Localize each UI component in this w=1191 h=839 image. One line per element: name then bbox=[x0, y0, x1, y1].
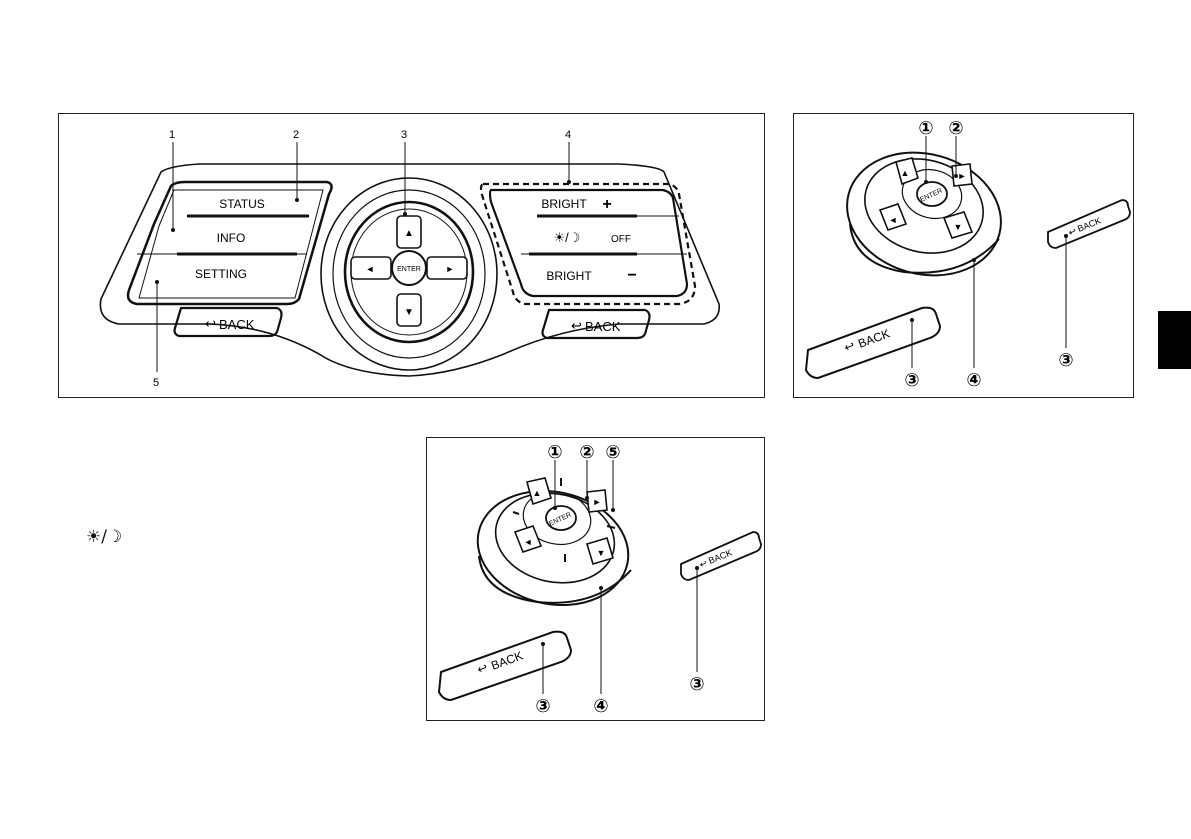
day-night-side-icon: ☀/☽ bbox=[86, 527, 123, 547]
svg-text:▼: ▼ bbox=[597, 548, 606, 558]
controller-drawing-right: ▲ ► ◄ ▼ ENTER ↩ BACK ↩ BACK ① ② ③ ④ ③ bbox=[804, 118, 1131, 390]
back-right-arrow-icon: ↩ bbox=[571, 318, 582, 333]
plus-sign: + bbox=[602, 196, 611, 213]
callout-1: 1 bbox=[169, 129, 175, 141]
callout-circled-3b: ③ bbox=[689, 674, 704, 694]
callout-2: 2 bbox=[293, 129, 299, 141]
back-button-small-right bbox=[1047, 199, 1131, 249]
control-panel-diagram: 1 2 3 4 5 STATUS INFO SETTING BRIGHT + ☀… bbox=[58, 113, 765, 398]
minus-sign: − bbox=[627, 267, 636, 284]
callout-circled-4: ④ bbox=[966, 370, 981, 390]
bright-control-dashed-outline bbox=[479, 182, 697, 306]
back-left-label: BACK bbox=[219, 317, 255, 332]
callout-4: 4 bbox=[565, 129, 571, 141]
callout-circled-4: ④ bbox=[593, 696, 608, 716]
control-panel-drawing: 1 2 3 4 5 STATUS INFO SETTING BRIGHT + ☀… bbox=[99, 129, 721, 389]
dpad-up-shape bbox=[396, 215, 422, 249]
back-button-large-right bbox=[804, 306, 942, 380]
callout-circled-3b: ③ bbox=[1058, 350, 1073, 370]
arrow-right-icon: ► bbox=[446, 264, 455, 274]
controller-diagram-lower: ▲ ► ◄ ▼ ENTER ↩ BACK ↩ BACK ① ② ⑤ ③ ④ ③ bbox=[426, 437, 765, 721]
back-button-large-lower bbox=[437, 630, 573, 702]
controller-diagram-right: ▲ ► ◄ ▼ ENTER ↩ BACK ↩ BACK ① ② ③ ④ ③ bbox=[793, 113, 1134, 398]
enter-label: ENTER bbox=[397, 266, 421, 273]
back-button-left-shape bbox=[173, 306, 283, 338]
off-label: OFF bbox=[611, 234, 631, 245]
left-button-cluster bbox=[126, 180, 333, 306]
back-left-arrow-icon: ↩ bbox=[205, 316, 216, 331]
back-small-lower-arrow-icon: ↩ bbox=[698, 558, 709, 570]
back-small-right-arrow-icon: ↩ bbox=[1067, 226, 1078, 238]
back-large-right-arrow-icon: ↩ bbox=[842, 338, 856, 355]
callout-circled-5: ⑤ bbox=[605, 442, 620, 462]
svg-text:▼: ▼ bbox=[954, 222, 963, 232]
callout-circled-2: ② bbox=[948, 118, 963, 138]
right-button-cluster bbox=[488, 188, 689, 298]
back-button-small-lower bbox=[680, 531, 762, 581]
callout-circled-1: ① bbox=[547, 442, 562, 462]
back-large-lower-arrow-icon: ↩ bbox=[475, 660, 489, 677]
callout-circled-3a: ③ bbox=[904, 370, 919, 390]
svg-text:◄: ◄ bbox=[524, 537, 533, 547]
svg-text:◄: ◄ bbox=[889, 215, 898, 225]
bright-plus-label: BRIGHT bbox=[541, 197, 587, 211]
arrow-down-icon: ▼ bbox=[404, 307, 414, 318]
svg-text:►: ► bbox=[593, 497, 602, 507]
back-right-label: BACK bbox=[585, 319, 621, 334]
back-button-right-shape bbox=[541, 308, 651, 340]
arrow-up-icon: ▲ bbox=[404, 228, 414, 239]
svg-text:►: ► bbox=[958, 171, 967, 181]
callout-3: 3 bbox=[401, 129, 407, 141]
arrow-left-icon: ◄ bbox=[366, 264, 375, 274]
setting-button-label: SETTING bbox=[195, 267, 247, 281]
enter-button-shape bbox=[391, 250, 427, 286]
controller-drawing-lower: ▲ ► ◄ ▼ ENTER ↩ BACK ↩ BACK ① ② ⑤ ③ ④ ③ bbox=[437, 442, 762, 716]
info-button-label: INFO bbox=[217, 231, 246, 245]
dpad-down-shape bbox=[396, 293, 422, 327]
svg-text:▲: ▲ bbox=[901, 168, 910, 178]
callout-5: 5 bbox=[153, 377, 159, 389]
callout-circled-2: ② bbox=[579, 442, 594, 462]
svg-text:▲: ▲ bbox=[533, 488, 542, 498]
callout-circled-3a: ③ bbox=[535, 696, 550, 716]
callout-circled-1: ① bbox=[918, 118, 933, 138]
day-night-icon: ☀/☽ bbox=[554, 230, 581, 245]
status-button-label: STATUS bbox=[219, 197, 265, 211]
bright-minus-label: BRIGHT bbox=[546, 269, 592, 283]
page-section-tab bbox=[1158, 311, 1191, 369]
